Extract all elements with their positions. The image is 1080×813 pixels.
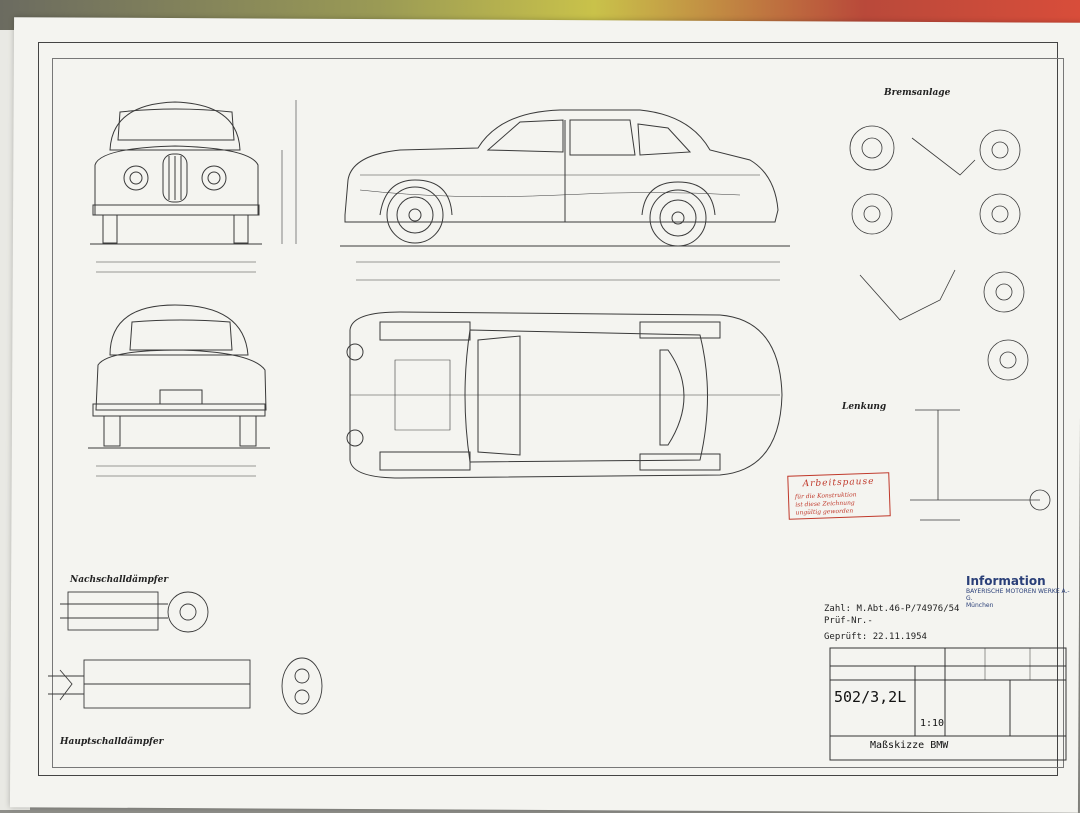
approval-stamp-line: ungültig geworden <box>795 507 854 517</box>
title-block-grid <box>829 647 1067 761</box>
approval-stamp-title: Arbeitspause <box>802 476 875 490</box>
muffler-drawings <box>48 591 323 715</box>
top-view-drawing <box>346 311 783 479</box>
info-stamp-title: Information <box>966 574 1046 588</box>
main-muffler-label: Hauptschalldämpfer <box>60 737 164 747</box>
drawing-scale: 1:10 <box>920 718 945 729</box>
drawing-number: Zahl: M.Abt.46-P/74976/54 <box>824 604 960 614</box>
front-view-drawing <box>90 100 297 273</box>
rear-view-drawing <box>88 304 270 477</box>
side-view-drawing <box>340 109 790 281</box>
info-stamp: Information BAYERISCHE MOTOREN WERKE A.-… <box>966 574 1071 626</box>
drawing-frame-inner <box>52 58 1064 768</box>
info-stamp-line: München <box>966 602 994 609</box>
brakes-section-label: Bremsanlage <box>884 88 951 98</box>
rear-muffler-label: Nachschalldämpfer <box>70 575 169 585</box>
check-number: Prüf-Nr.- <box>824 616 873 626</box>
brake-details-drawing <box>849 125 1051 521</box>
model-designation: 502/3,2L <box>834 688 907 706</box>
checked-date: Geprüft: 22.11.1954 <box>824 632 927 642</box>
info-stamp-line: BAYERISCHE MOTOREN WERKE A.-G. <box>966 588 1070 602</box>
drawing-title: Maßskizze BMW <box>870 740 949 751</box>
drawing-frame <box>38 42 1058 776</box>
approval-stamp: Arbeitspause für die Konstruktion ist di… <box>787 472 891 520</box>
steering-section-label: Lenkung <box>842 402 887 412</box>
